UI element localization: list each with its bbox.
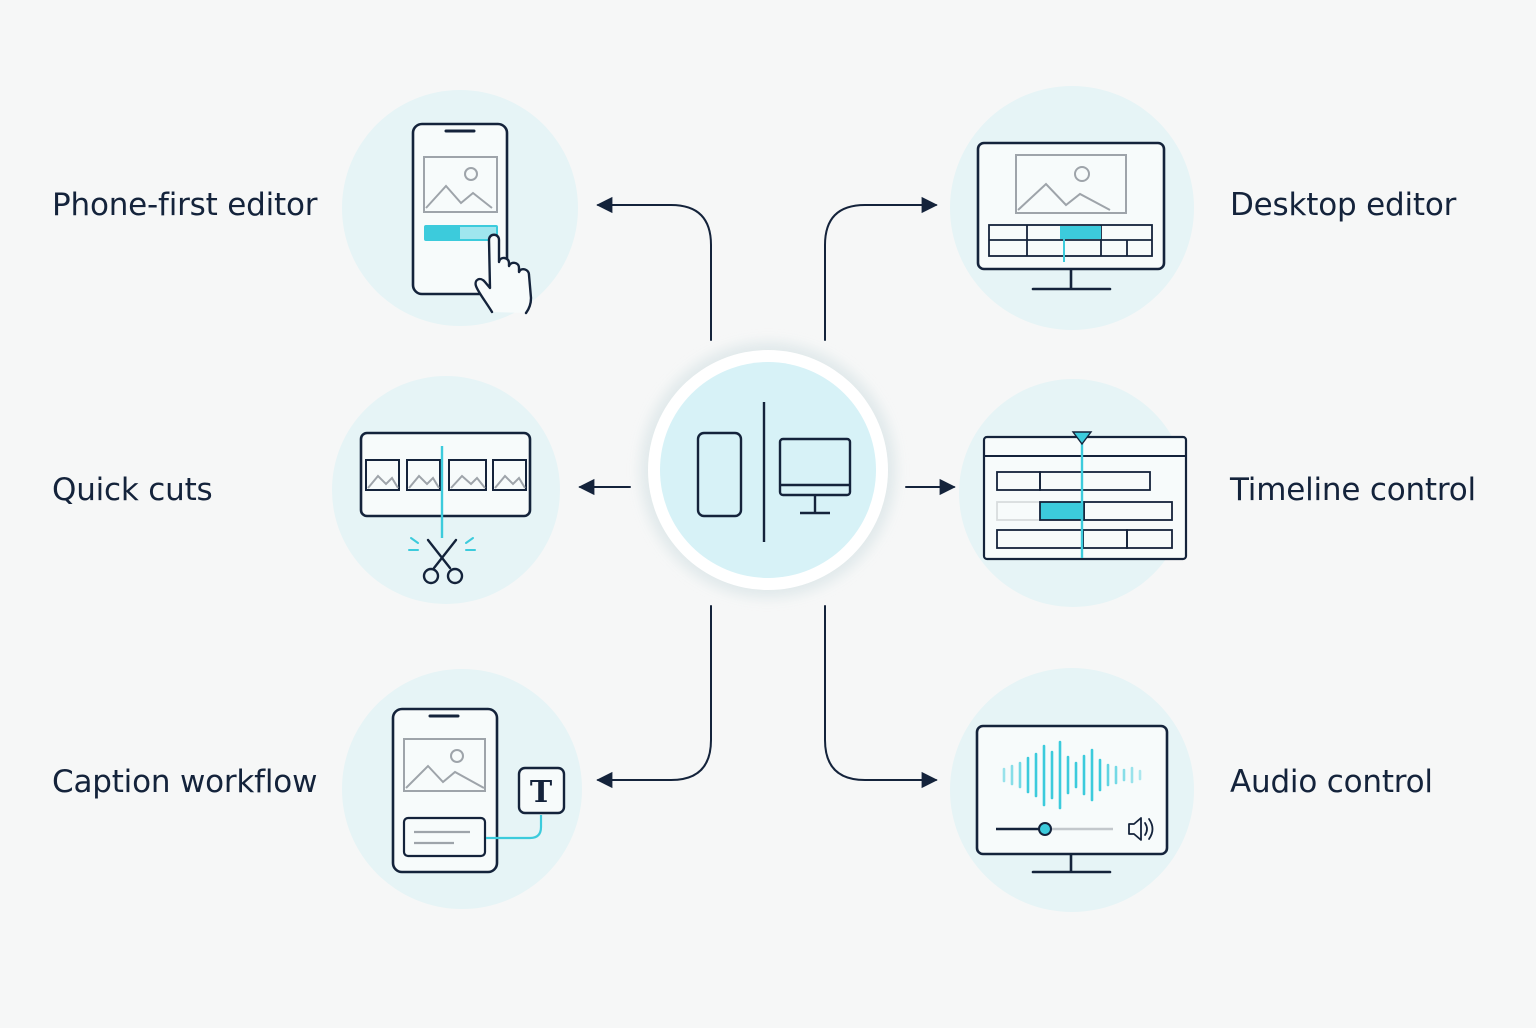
connector-caption-workflow: [596, 605, 712, 789]
caption-workflow-label: Caption workflow: [52, 764, 318, 800]
phone-touch-editor-icon: [411, 122, 533, 315]
phone-and-desktop-icon: [696, 402, 852, 542]
timeline-control-label: Timeline control: [1230, 472, 1476, 508]
connector-audio-control: [824, 605, 938, 789]
filmstrip-scissors-icon: [359, 431, 532, 585]
center-hub: [640, 342, 896, 598]
audio-control-label: Audio control: [1230, 764, 1433, 800]
desktop-editor-label: Desktop editor: [1230, 187, 1457, 223]
timeline-tracks-icon: [982, 431, 1188, 561]
phone-first-editor-label: Phone-first editor: [52, 187, 318, 223]
monitor-audio-waveform-icon: [975, 724, 1169, 874]
phone-caption-text-icon: T: [391, 707, 566, 874]
caption-t-glyph: T: [530, 775, 553, 810]
connector-phone-first-editor: [596, 196, 712, 341]
monitor-editor-icon: [976, 141, 1166, 291]
quick-cuts-label: Quick cuts: [52, 472, 213, 508]
connector-desktop-editor: [824, 196, 938, 341]
